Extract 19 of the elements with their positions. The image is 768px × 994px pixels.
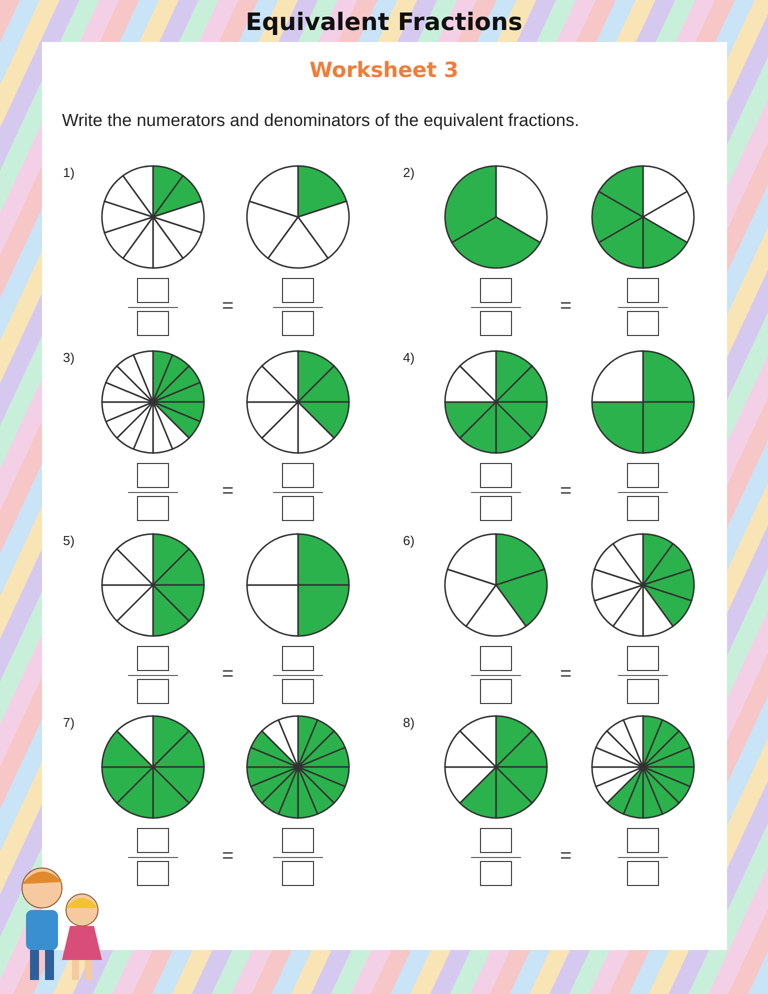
worksheet-subtitle: Worksheet 3 bbox=[308, 58, 460, 82]
problem-number: 7) bbox=[63, 715, 75, 730]
problem-number: 1) bbox=[63, 165, 75, 180]
equals-sign: = bbox=[560, 480, 572, 503]
problem-number: 2) bbox=[403, 165, 415, 180]
equals-sign: = bbox=[222, 845, 234, 868]
instructions: Write the numerators and denominators of the equivalent fractions. bbox=[62, 110, 580, 131]
equals-sign: = bbox=[222, 295, 234, 318]
problem-number: 8) bbox=[403, 715, 415, 730]
problem-number: 4) bbox=[403, 350, 415, 365]
page-title: Equivalent Fractions bbox=[244, 8, 524, 36]
equals-sign: = bbox=[560, 845, 572, 868]
problem-number: 3) bbox=[63, 350, 75, 365]
equals-sign: = bbox=[222, 663, 234, 686]
equals-sign: = bbox=[222, 480, 234, 503]
equals-sign: = bbox=[560, 295, 572, 318]
problem-number: 6) bbox=[403, 533, 415, 548]
problem-number: 5) bbox=[63, 533, 75, 548]
equals-sign: = bbox=[560, 663, 572, 686]
